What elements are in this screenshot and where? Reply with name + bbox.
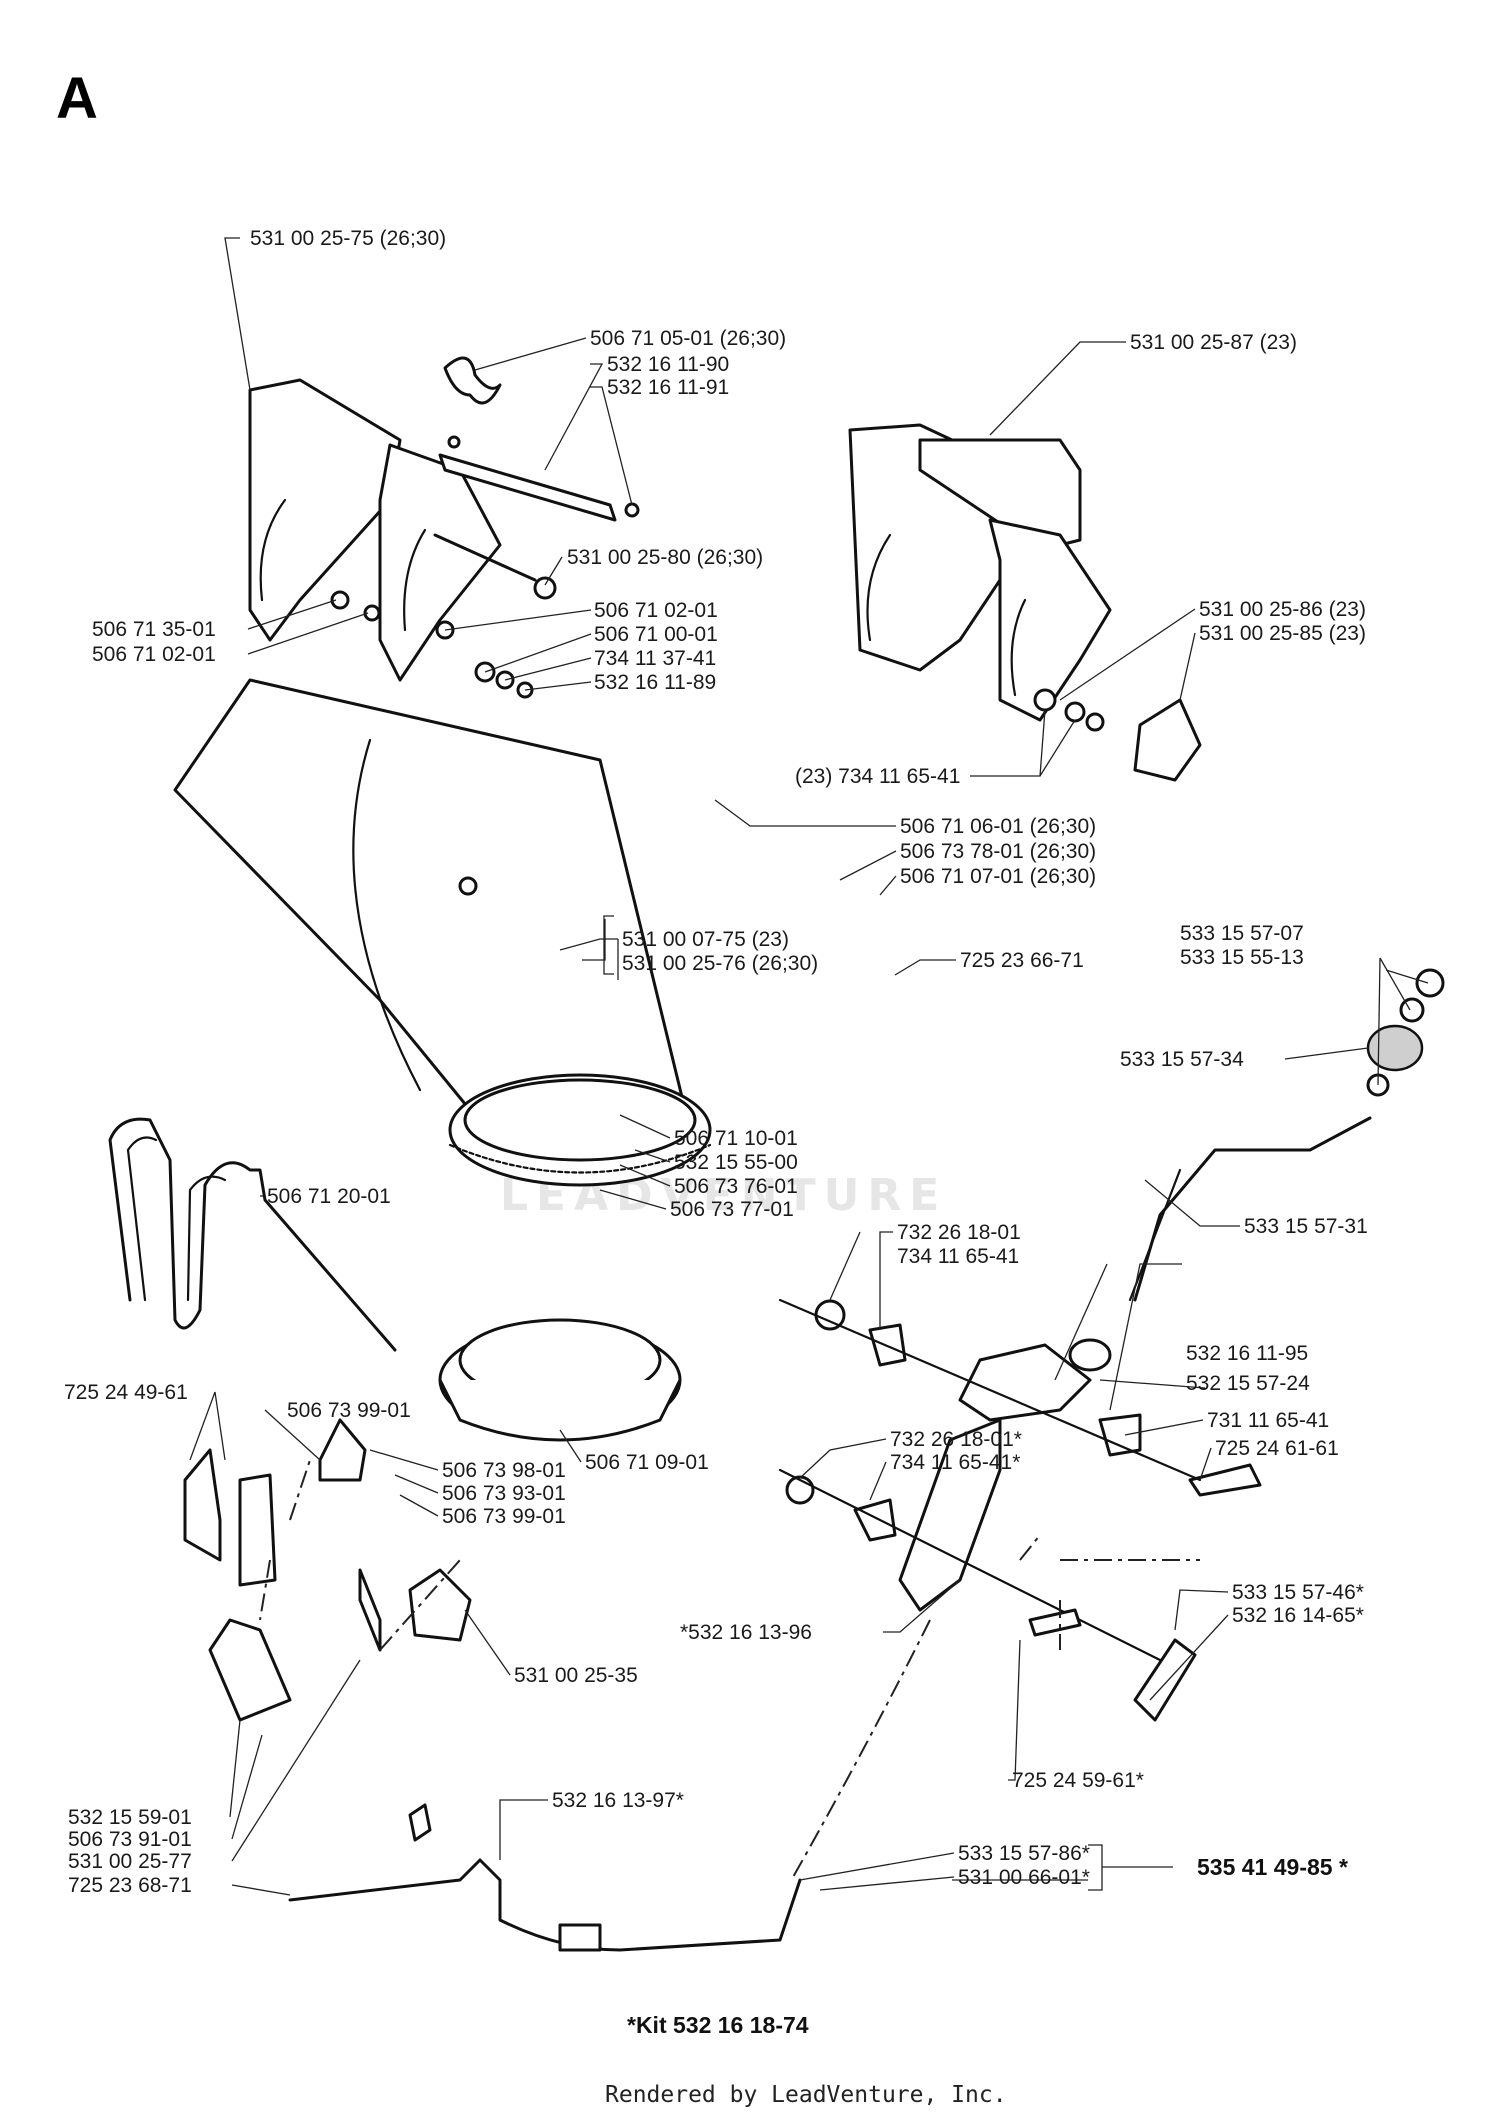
part-label[interactable]: 506 73 78-01 (26;30) xyxy=(900,840,1096,863)
part-label[interactable]: 533 15 57-31 xyxy=(1244,1215,1368,1238)
deflector-left-26-30 xyxy=(248,356,640,699)
crank-assembly xyxy=(1068,968,1445,1372)
lower-linkage xyxy=(778,1418,1200,1901)
part-label[interactable]: 506 71 02-01 xyxy=(92,643,216,666)
chute-tie-rod-506-71-20-01 xyxy=(108,1117,397,1352)
part-label[interactable]: 506 71 06-01 (26;30) xyxy=(900,815,1096,838)
part-label[interactable]: 532 16 14-65* xyxy=(1232,1604,1364,1627)
bracket-assembly-center xyxy=(778,1298,1262,1497)
part-label[interactable]: 506 71 00-01 xyxy=(594,623,718,646)
kit-note: *Kit 532 16 18-74 xyxy=(627,2012,809,2038)
footer-credit: Rendered by LeadVenture, Inc. xyxy=(605,2082,1007,2108)
part-label[interactable]: 531 00 25-77 xyxy=(68,1850,192,1873)
part-label[interactable]: 532 16 13-97* xyxy=(552,1789,684,1812)
part-label[interactable]: 506 71 02-01 xyxy=(594,599,718,622)
part-label[interactable]: 734 11 65-41 xyxy=(897,1245,1019,1268)
part-label[interactable]: 531 00 25-85 (23) xyxy=(1199,622,1366,645)
part-label[interactable]: 531 00 25-80 (26;30) xyxy=(567,546,763,569)
part-label[interactable]: 533 15 57-07 xyxy=(1180,922,1304,945)
part-label[interactable]: 533 15 57-46* xyxy=(1232,1581,1364,1604)
part-label[interactable]: 532 16 11-89 xyxy=(594,671,716,694)
part-label[interactable]: 532 15 59-01 xyxy=(68,1806,192,1829)
part-label[interactable]: 732 26 18-01* xyxy=(890,1428,1022,1451)
part-label[interactable]: 532 15 57-24 xyxy=(1186,1372,1310,1395)
part-label[interactable]: 732 26 18-01 xyxy=(897,1221,1021,1244)
part-label[interactable]: 532 16 11-90 xyxy=(607,353,729,376)
part-label[interactable]: 506 73 99-01 xyxy=(287,1399,411,1422)
flex-cable xyxy=(288,1803,802,1952)
part-label[interactable]: 533 15 55-13 xyxy=(1180,946,1304,969)
part-label[interactable]: 531 00 66-01* xyxy=(958,1866,1090,1889)
part-label[interactable]: 532 15 55-00 xyxy=(674,1151,798,1174)
part-labels: 531 00 25-75 (26;30) 506 71 05-01 (26;30… xyxy=(64,227,1368,1897)
part-label[interactable]: 531 00 25-75 (26;30) xyxy=(250,227,446,250)
part-label[interactable]: 533 15 57-34 xyxy=(1120,1048,1244,1071)
chute-ring-506-71-09-01 xyxy=(438,1318,682,1442)
part-label[interactable]: 531 00 25-87 (23) xyxy=(1130,331,1297,354)
deflector-right-23 xyxy=(848,423,1202,782)
part-label[interactable]: 506 71 10-01 xyxy=(674,1127,798,1150)
part-label[interactable]: 731 11 65-41 xyxy=(1207,1409,1329,1432)
part-label[interactable]: (23) 734 11 65-41 xyxy=(795,765,960,788)
section-letter: A xyxy=(56,66,98,131)
part-label[interactable]: 734 11 65-41* xyxy=(890,1451,1020,1474)
part-label[interactable]: 531 00 25-86 (23) xyxy=(1199,598,1366,621)
part-label[interactable]: 506 71 09-01 xyxy=(585,1451,709,1474)
part-label[interactable]: 531 00 07-75 (23) xyxy=(622,928,789,951)
part-label[interactable]: 506 73 93-01 xyxy=(442,1482,566,1505)
kit-total-part-number[interactable]: 535 41 49-85 * xyxy=(1197,1854,1348,1880)
part-label[interactable]: 506 73 98-01 xyxy=(442,1459,566,1482)
part-label[interactable]: 506 71 35-01 xyxy=(92,618,216,641)
part-label[interactable]: 725 24 61-61 xyxy=(1215,1437,1339,1460)
part-label[interactable]: 725 23 66-71 xyxy=(960,949,1084,972)
part-label[interactable]: 506 73 91-01 xyxy=(68,1828,192,1851)
part-label[interactable]: 734 11 37-41 xyxy=(594,647,716,670)
part-label[interactable]: 532 16 11-91 xyxy=(607,376,729,399)
group-bracket-chute xyxy=(603,915,614,975)
discharge-chute xyxy=(173,678,712,1187)
part-label[interactable]: 725 24 49-61 xyxy=(64,1381,188,1404)
part-label[interactable]: 506 73 76-01 xyxy=(674,1175,798,1198)
part-label[interactable]: 725 24 59-61* xyxy=(1012,1769,1144,1792)
left-bracket-assembly xyxy=(183,1418,472,1722)
leader-lines xyxy=(189,237,1429,1896)
part-label[interactable]: 531 00 25-35 xyxy=(514,1664,638,1687)
part-label[interactable]: 725 23 68-71 xyxy=(68,1874,192,1897)
part-label[interactable]: 532 16 11-95 xyxy=(1186,1342,1308,1365)
part-label[interactable]: 506 71 20-01 xyxy=(267,1185,391,1208)
part-label[interactable]: 506 73 77-01 xyxy=(670,1198,794,1221)
part-label[interactable]: 533 15 57-86* xyxy=(958,1842,1090,1865)
part-label[interactable]: 531 00 25-76 (26;30) xyxy=(622,952,818,975)
part-label[interactable]: *532 16 13-96 xyxy=(680,1621,812,1644)
part-label[interactable]: 506 71 05-01 (26;30) xyxy=(590,327,786,350)
part-label[interactable]: 506 73 99-01 xyxy=(442,1505,566,1528)
part-label[interactable]: 506 71 07-01 (26;30) xyxy=(900,865,1096,888)
